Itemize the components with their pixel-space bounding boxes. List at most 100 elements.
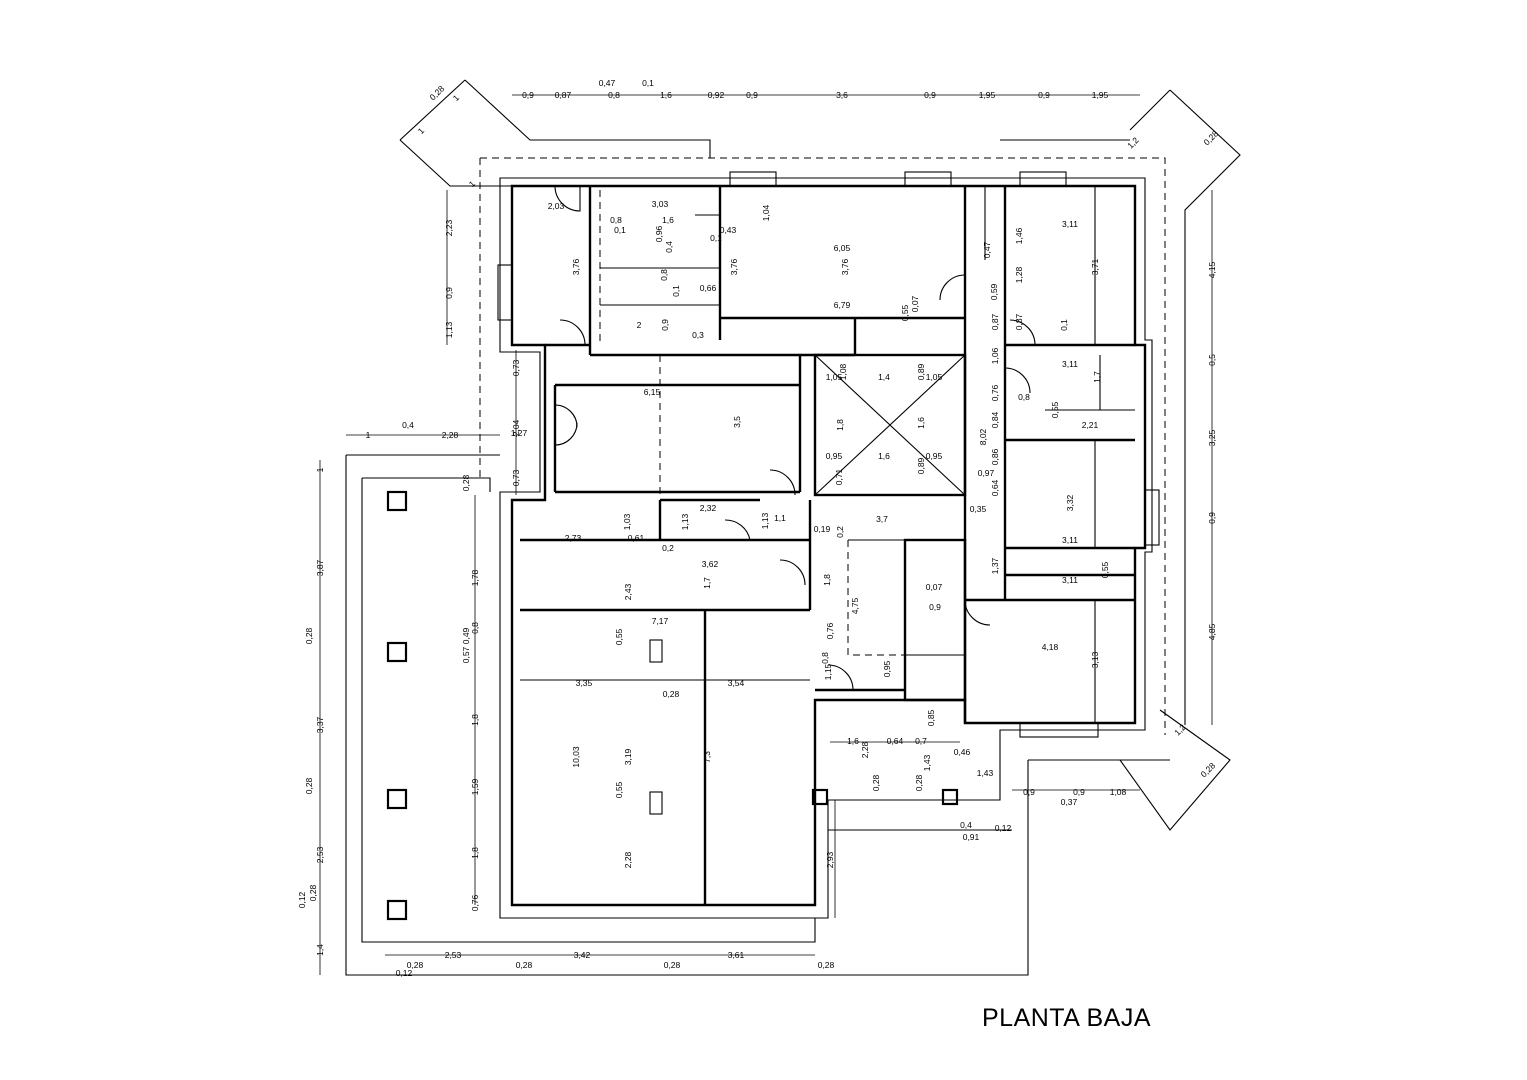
dimension-label: 0,9 (746, 90, 758, 100)
dimension-label: 0,28 (664, 960, 681, 970)
dimension-label: 1 (467, 178, 478, 189)
dimension-label: 1,13 (760, 512, 770, 529)
dimension-label: 3,19 (623, 748, 633, 765)
dimension-label: 0,49 (461, 627, 471, 644)
dimension-label: 7,17 (652, 616, 669, 626)
dimension-label: 0,28 (407, 960, 424, 970)
left-inner-dimension-labels: 0,281,780,80,490,571,81,591,80,76 (461, 474, 480, 911)
dimension-label: 0,46 (954, 747, 971, 757)
dimension-label: 1,13 (680, 513, 690, 530)
dimension-label: 0,7 (915, 736, 927, 746)
dimension-label: 6,15 (644, 387, 661, 397)
dimension-label: 0,87 (990, 313, 1000, 330)
dimension-label: 1,6 (878, 451, 890, 461)
dimension-label: 1,95 (979, 90, 996, 100)
dimension-label: 1,15 (823, 663, 833, 680)
dimension-label: 2,04 (511, 419, 521, 436)
dimension-label: 0,47 (599, 78, 616, 88)
dimension-label: 1 (416, 125, 427, 136)
dimension-label: 0,43 (720, 225, 737, 235)
interior-walls (520, 186, 1135, 905)
dimension-label: 1,78 (470, 569, 480, 586)
dimension-label: 2,28 (623, 851, 633, 868)
dimension-label: 0,86 (990, 448, 1000, 465)
dimension-label: 2,28 (860, 741, 870, 758)
dimension-label: 0,9 (1207, 512, 1217, 524)
dimension-label: 0,12 (995, 823, 1012, 833)
dimension-label: 1,37 (990, 557, 1000, 574)
dimension-label: 1,1 (774, 513, 786, 523)
dimension-label: 0,2 (835, 526, 845, 538)
dimension-label: 1,28 (1014, 266, 1024, 283)
dimension-label: 0,28 (663, 689, 680, 699)
dimension-label: 0,95 (826, 451, 843, 461)
dimension-label: 2,03 (548, 201, 565, 211)
dimension-label: 3,03 (652, 199, 669, 209)
dimension-label: 0,4 (960, 820, 972, 830)
dimension-label: 3,32 (1065, 494, 1075, 511)
dimension-label: 0,76 (825, 622, 835, 639)
dimension-label: 1,05 (826, 372, 843, 382)
dimension-label: 0,9 (924, 90, 936, 100)
dimension-label: 0,28 (871, 774, 881, 791)
dimension-label: 0,73 (511, 359, 521, 376)
dimension-label: 0,28 (304, 777, 314, 794)
dimension-label: 4,18 (1042, 642, 1059, 652)
dimension-label: 1,95 (1092, 90, 1109, 100)
dimension-label: 4,15 (1207, 261, 1217, 278)
dimension-label: 0,85 (926, 709, 936, 726)
dimension-label: 0,07 (926, 582, 943, 592)
plan-title: PLANTA BAJA (982, 1004, 1151, 1032)
dimension-label: 2,32 (700, 503, 717, 513)
dimension-label: 1,05 (926, 372, 943, 382)
dimension-label: 3,11 (1062, 219, 1078, 229)
dimension-label: 1,6 (916, 417, 926, 429)
dimension-label: 2,43 (623, 583, 633, 600)
dimension-label: 0,3 (692, 330, 704, 340)
dimension-label: 0,84 (990, 411, 1000, 428)
dimension-label: 1,08 (838, 363, 848, 380)
dimension-label: 0,28 (1201, 128, 1220, 147)
dimension-label: 0,1 (642, 78, 654, 88)
dimension-label: 0,8 (608, 90, 620, 100)
dimension-label: 0,91 (963, 832, 980, 842)
eave-lines (479, 157, 1166, 735)
dimension-label: 1,43 (922, 754, 932, 771)
dimension-label: 0,1 (1059, 319, 1069, 331)
dimension-label: 0,9 (1023, 787, 1035, 797)
dimension-label: 1,46 (1014, 227, 1024, 244)
dimension-label: 4,85 (1207, 623, 1217, 640)
dimension-label: 3,61 (728, 950, 745, 960)
dimension-label: 1,59 (470, 778, 480, 795)
dimension-label: 0,2 (662, 543, 674, 553)
dimension-label: 1,4 (878, 372, 890, 382)
dimension-label: 10,03 (571, 746, 581, 768)
dimension-label: 2,73 (565, 533, 582, 543)
dimension-label: 0,89 (916, 363, 926, 380)
dimension-label: 1,6 (660, 90, 672, 100)
dimension-label: 0,64 (990, 479, 1000, 496)
dimension-label: 0,55 (900, 304, 910, 321)
dimension-label: 6,79 (834, 300, 851, 310)
dimension-label: 0,4 (402, 420, 414, 430)
dimension-label: 3,54 (728, 678, 745, 688)
dimension-label: 0,55 (1100, 561, 1110, 578)
dimension-label: 3,76 (840, 258, 850, 275)
dimension-label: 3,25 (1207, 429, 1217, 446)
dimension-label: 3,76 (571, 258, 581, 275)
dimension-label: 3,76 (729, 258, 739, 275)
dimension-label: 0,28 (516, 960, 533, 970)
dimension-label: 1,8 (835, 419, 845, 431)
doors (554, 185, 1036, 691)
dimension-label: 0,92 (708, 90, 725, 100)
dimension-label: 1,03 (622, 513, 632, 530)
dimension-label: 7,3 (702, 751, 712, 763)
corner-towers (399, 79, 1241, 831)
dimension-label: 0,35 (970, 504, 987, 514)
